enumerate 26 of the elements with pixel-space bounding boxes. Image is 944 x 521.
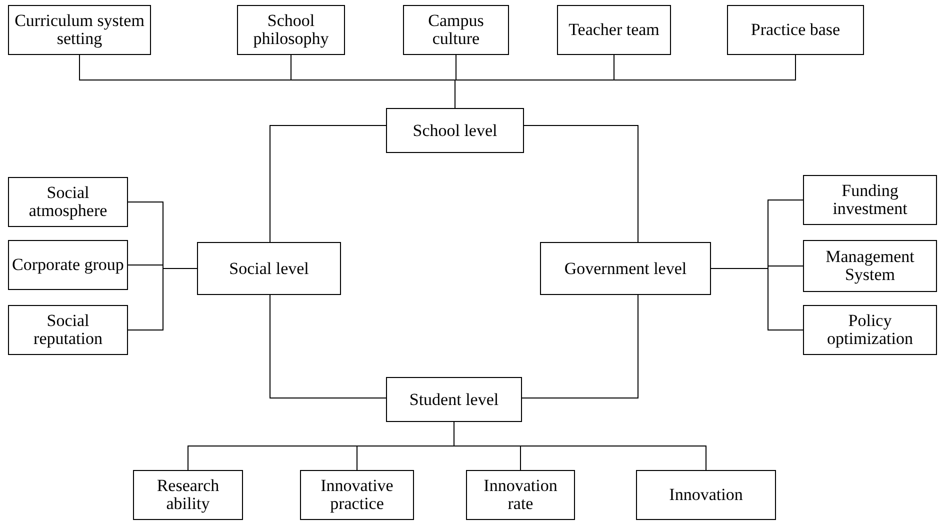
level-box: Practice base xyxy=(727,5,864,55)
level-box: School level xyxy=(386,108,524,153)
connector-line xyxy=(270,125,386,242)
connector-line xyxy=(522,294,638,398)
level-box: Government level xyxy=(540,242,711,295)
level-box: Teacher team xyxy=(557,5,671,55)
level-box: Corporate group xyxy=(8,240,128,290)
level-box: Social level xyxy=(197,242,341,295)
level-box: Social atmosphere xyxy=(8,177,128,227)
level-box: Campus culture xyxy=(403,5,509,55)
level-box: Policy optimization xyxy=(803,305,937,355)
level-box: Innovation rate xyxy=(466,470,575,520)
connector-line xyxy=(270,294,386,398)
level-box: Management System xyxy=(803,240,937,292)
level-box: Research ability xyxy=(133,470,243,520)
level-box: Innovation xyxy=(636,470,776,520)
connector-line xyxy=(710,268,804,330)
level-box: Student level xyxy=(386,377,522,422)
connector-line xyxy=(454,422,706,470)
level-box: Curriculum system setting xyxy=(8,5,151,55)
level-box: Innovative practice xyxy=(300,470,414,520)
connector-line xyxy=(524,125,638,242)
level-box: Social reputation xyxy=(8,305,128,355)
connector-line xyxy=(128,268,198,330)
level-box: School philosophy xyxy=(237,5,345,55)
level-box: Funding investment xyxy=(803,175,937,225)
